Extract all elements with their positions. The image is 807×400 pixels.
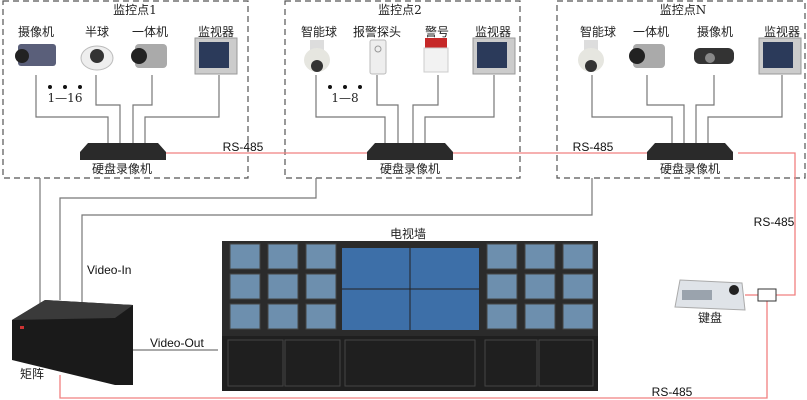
box-camera-icon xyxy=(15,44,56,66)
video-wiring xyxy=(35,75,783,351)
device-label: 监视器 xyxy=(198,24,234,39)
video-in-label: Video-In xyxy=(87,263,131,277)
device-label: 警号 xyxy=(425,24,449,39)
matrix-icon xyxy=(12,300,133,385)
camcorder-icon xyxy=(131,44,167,68)
device-label: 智能球 xyxy=(301,24,337,39)
dome-camera-icon xyxy=(80,45,114,71)
camera-range: 1—16 xyxy=(48,91,83,105)
device-label: 智能球 xyxy=(580,24,616,39)
keyboard-label: 键盘 xyxy=(698,310,722,325)
rs485-label: RS-485 xyxy=(573,140,614,154)
dvr-label: 硬盘录像机 xyxy=(380,161,440,176)
device-label: 摄像机 xyxy=(18,24,54,39)
video-out-label: Video-Out xyxy=(150,336,204,350)
site-1-box xyxy=(2,0,249,179)
ellipsis-dots xyxy=(48,85,362,89)
device-label: 一体机 xyxy=(633,25,669,39)
device-label: 监视器 xyxy=(475,24,511,39)
monitor-icon xyxy=(758,37,802,75)
site-1-title: 监控点1 xyxy=(113,3,157,17)
site-n-title: 监控点N xyxy=(660,3,707,17)
site-2-box xyxy=(284,0,521,179)
device-label: 摄像机 xyxy=(697,24,733,39)
speed-dome-icon xyxy=(304,40,330,72)
camera-range: 1—8 xyxy=(331,91,358,105)
rs485-wiring xyxy=(59,152,796,399)
site-2-title: 监控点2 xyxy=(378,3,422,17)
dvr-label: 硬盘录像机 xyxy=(92,161,152,176)
rs485-label: RS-485 xyxy=(223,140,264,154)
alarm-detector-icon xyxy=(369,39,387,75)
camcorder-icon xyxy=(629,44,665,68)
monitor-icon xyxy=(194,37,238,75)
tv-wall xyxy=(222,241,598,391)
tv-wall-label: 电视墙 xyxy=(390,226,426,241)
siren-icon xyxy=(423,38,449,73)
speed-dome-icon xyxy=(578,40,604,72)
device-label: 一体机 xyxy=(132,25,168,39)
rs485-label: RS-485 xyxy=(754,215,795,229)
rs485-label: RS-485 xyxy=(652,385,693,399)
matrix-label: 矩阵 xyxy=(20,367,44,381)
rs485-splitter xyxy=(757,288,777,302)
device-label: 半球 xyxy=(85,25,109,39)
monitor-icon xyxy=(472,37,516,75)
dvr-icon xyxy=(80,143,166,160)
device-label: 监视器 xyxy=(764,24,800,39)
control-keyboard-icon xyxy=(674,279,746,311)
camera-icon xyxy=(694,48,734,64)
dvr-icon xyxy=(647,143,733,160)
device-label: 报警探头 xyxy=(353,24,401,39)
site-n-box xyxy=(556,0,806,179)
dvr-label: 硬盘录像机 xyxy=(660,161,720,176)
dvr-icon xyxy=(367,143,453,160)
